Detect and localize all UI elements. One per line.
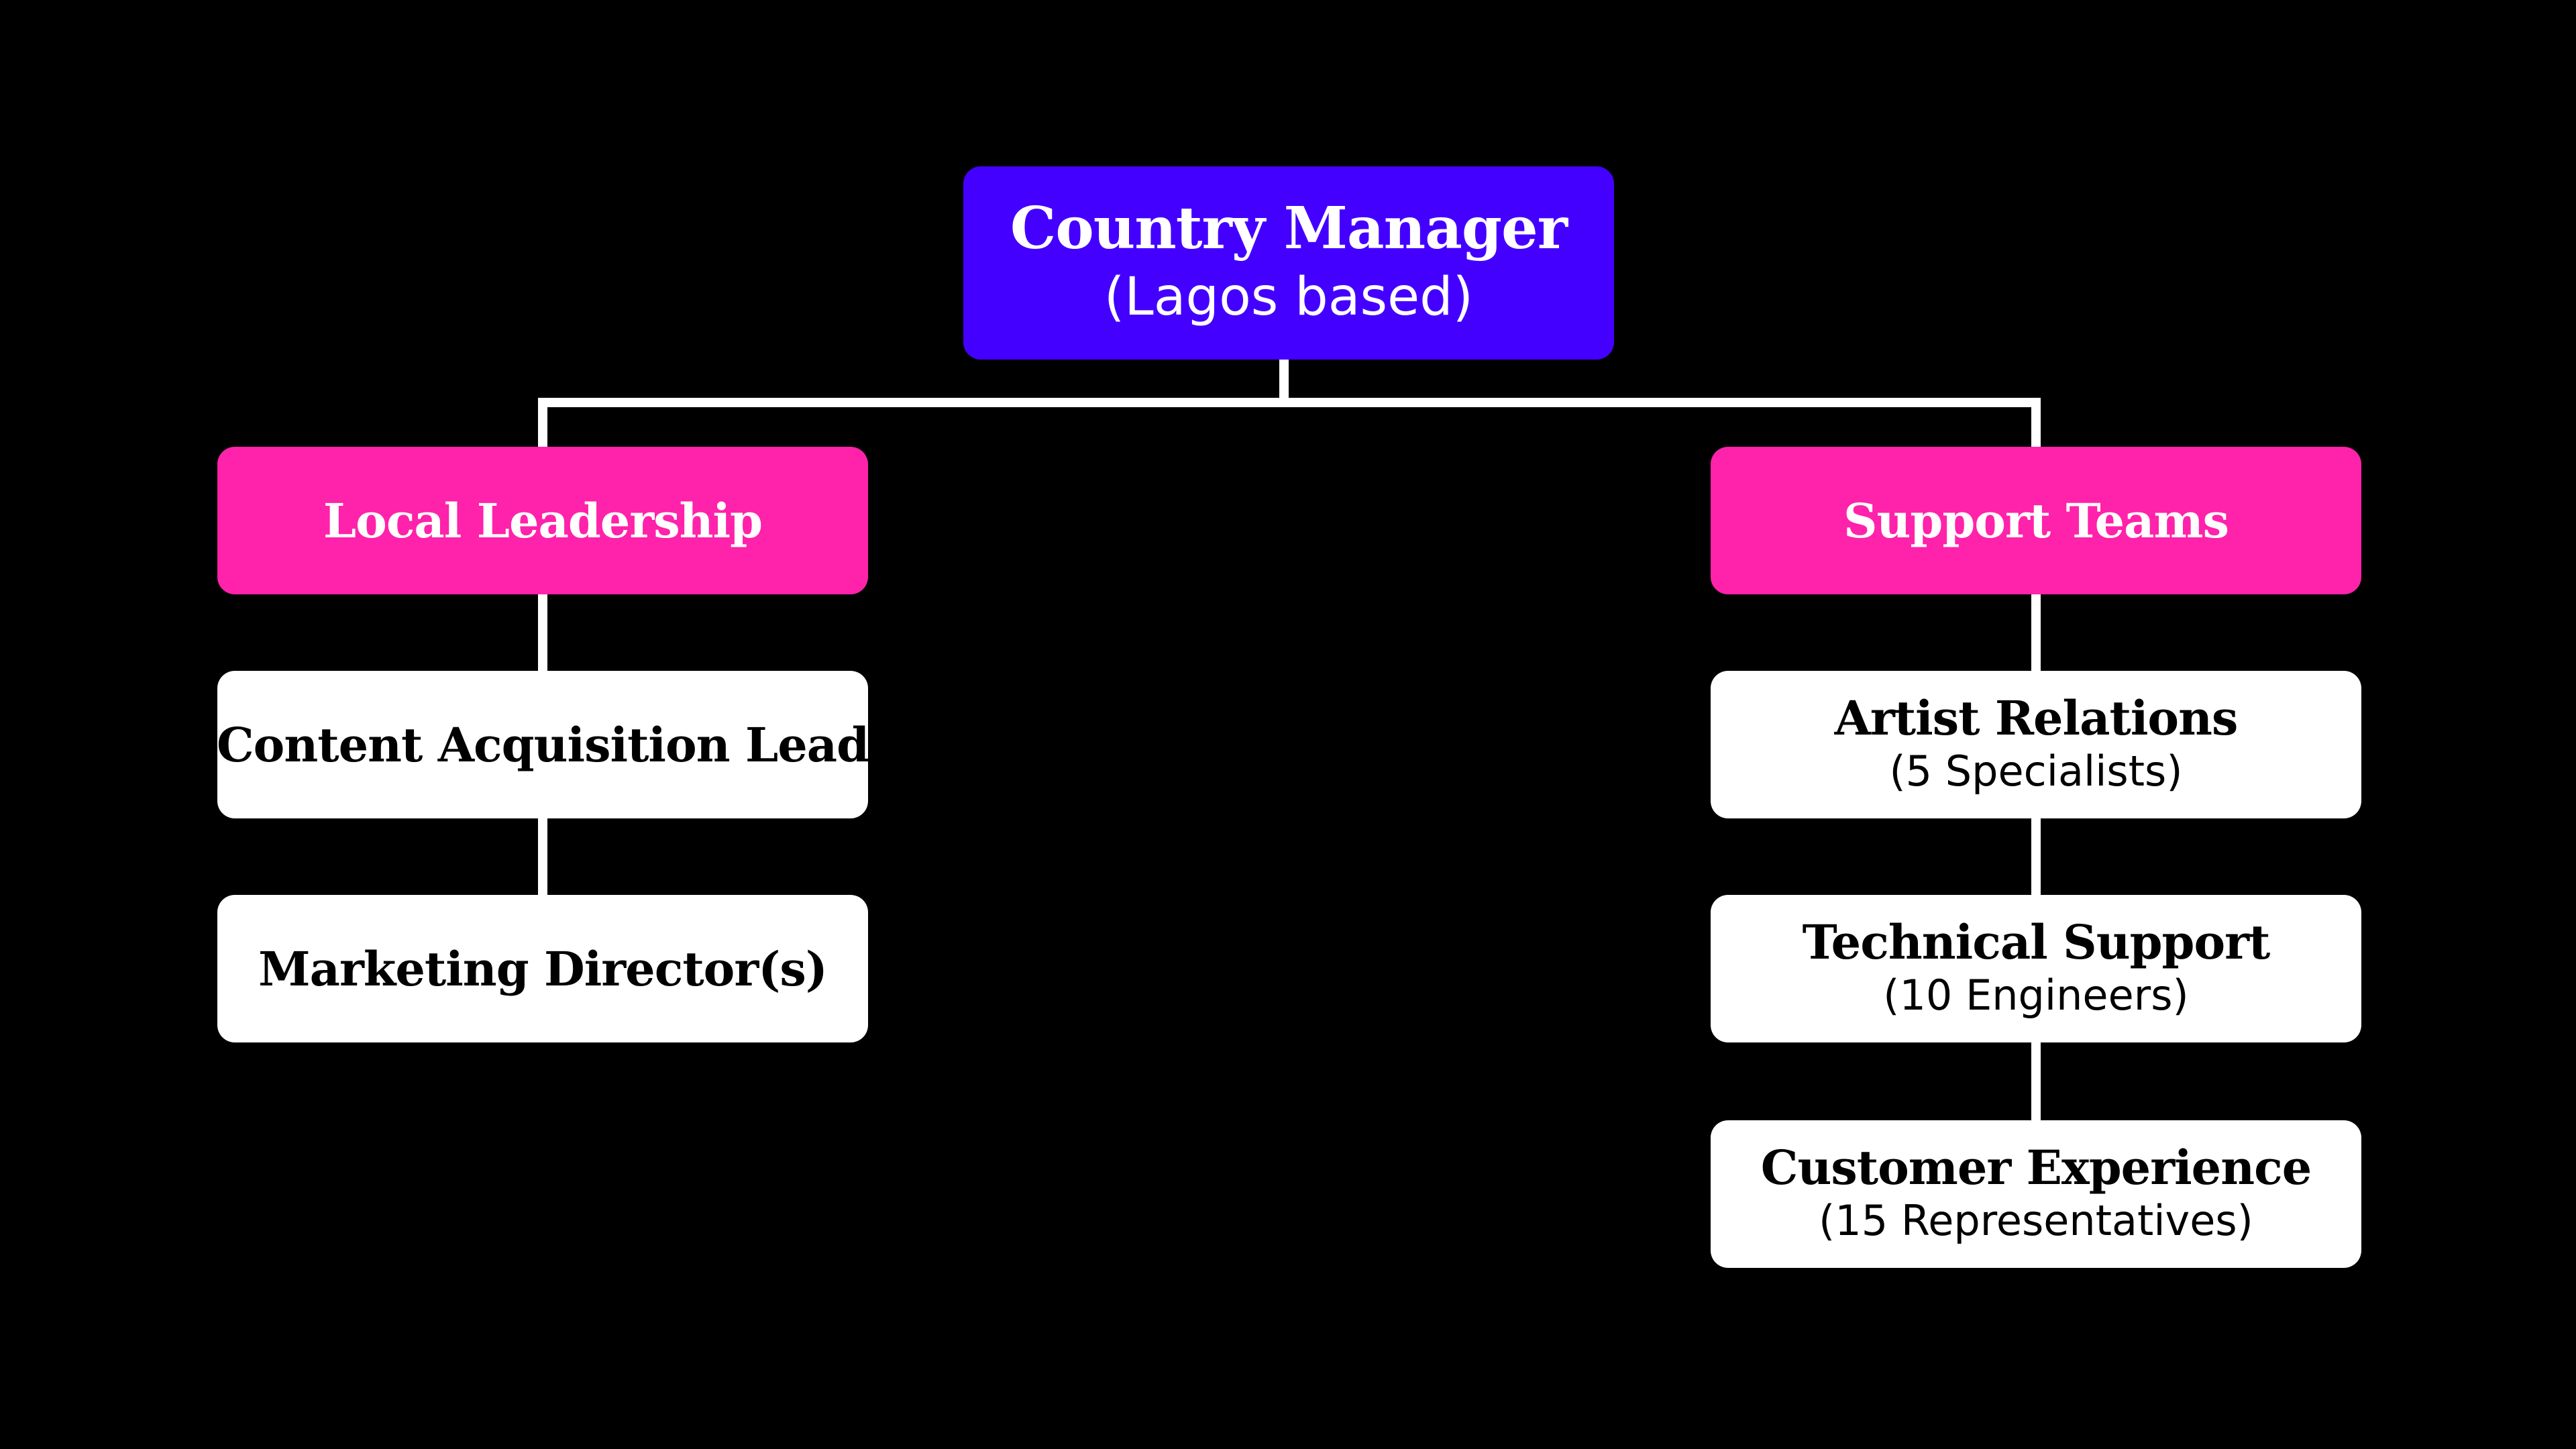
node-title: Marketing Director(s) [258, 941, 828, 997]
node-customer-experience: Customer Experience (15 Representatives) [1711, 1120, 2361, 1268]
node-artist-relations: Artist Relations (5 Specialists) [1711, 671, 2361, 818]
node-subtitle: (15 Representatives) [1819, 1196, 2253, 1246]
node-technical-support: Technical Support (10 Engineers) [1711, 895, 2361, 1042]
node-country-manager: Country Manager (Lagos based) [963, 166, 1614, 360]
node-subtitle: (Lagos based) [1104, 266, 1474, 327]
node-title: Technical Support [1802, 914, 2271, 971]
node-subtitle: (5 Specialists) [1889, 747, 2183, 796]
connector-right-down [2031, 398, 2041, 447]
connector-root-down [1279, 360, 1289, 407]
connector-horizontal [538, 398, 2041, 407]
node-title: Country Manager [1010, 194, 1568, 262]
node-title: Content Acquisition Lead [216, 716, 869, 773]
connector-local-leadership-content-lead [538, 594, 547, 671]
node-title: Artist Relations [1834, 690, 2239, 747]
node-support-teams: Support Teams [1711, 447, 2361, 594]
connector-left-down [538, 398, 547, 447]
connector-support-teams-artist [2031, 594, 2041, 671]
connector-content-lead-marketing [538, 818, 547, 895]
node-content-acquisition-lead: Content Acquisition Lead [216, 671, 869, 818]
connector-artist-technical [2031, 818, 2041, 895]
node-title: Local Leadership [323, 492, 763, 549]
node-subtitle: (10 Engineers) [1883, 971, 2189, 1020]
node-title: Support Teams [1843, 492, 2229, 549]
node-local-leadership: Local Leadership [217, 447, 868, 594]
node-marketing-director: Marketing Director(s) [217, 895, 868, 1042]
connector-technical-customer [2031, 1042, 2041, 1120]
node-title: Customer Experience [1760, 1140, 2312, 1196]
